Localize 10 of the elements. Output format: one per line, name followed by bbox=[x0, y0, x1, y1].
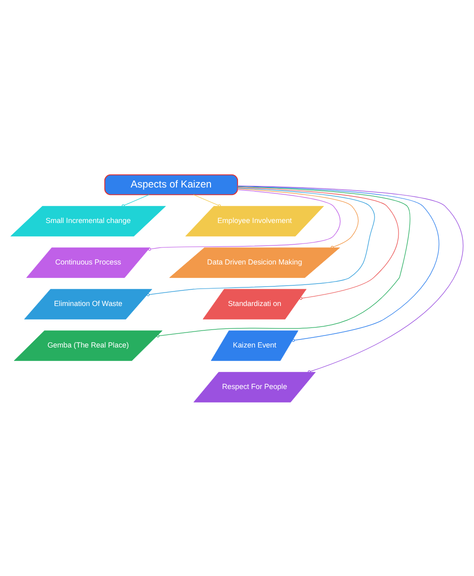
connector bbox=[237, 185, 440, 342]
connector bbox=[148, 188, 340, 250]
connector bbox=[237, 185, 464, 373]
connector bbox=[146, 187, 375, 296]
connector bbox=[156, 186, 410, 337]
connector bbox=[122, 194, 150, 207]
connector bbox=[237, 188, 359, 248]
connector bbox=[193, 194, 221, 207]
connector bbox=[237, 186, 399, 300]
node-box: Aspects of Kaizen bbox=[104, 174, 238, 195]
